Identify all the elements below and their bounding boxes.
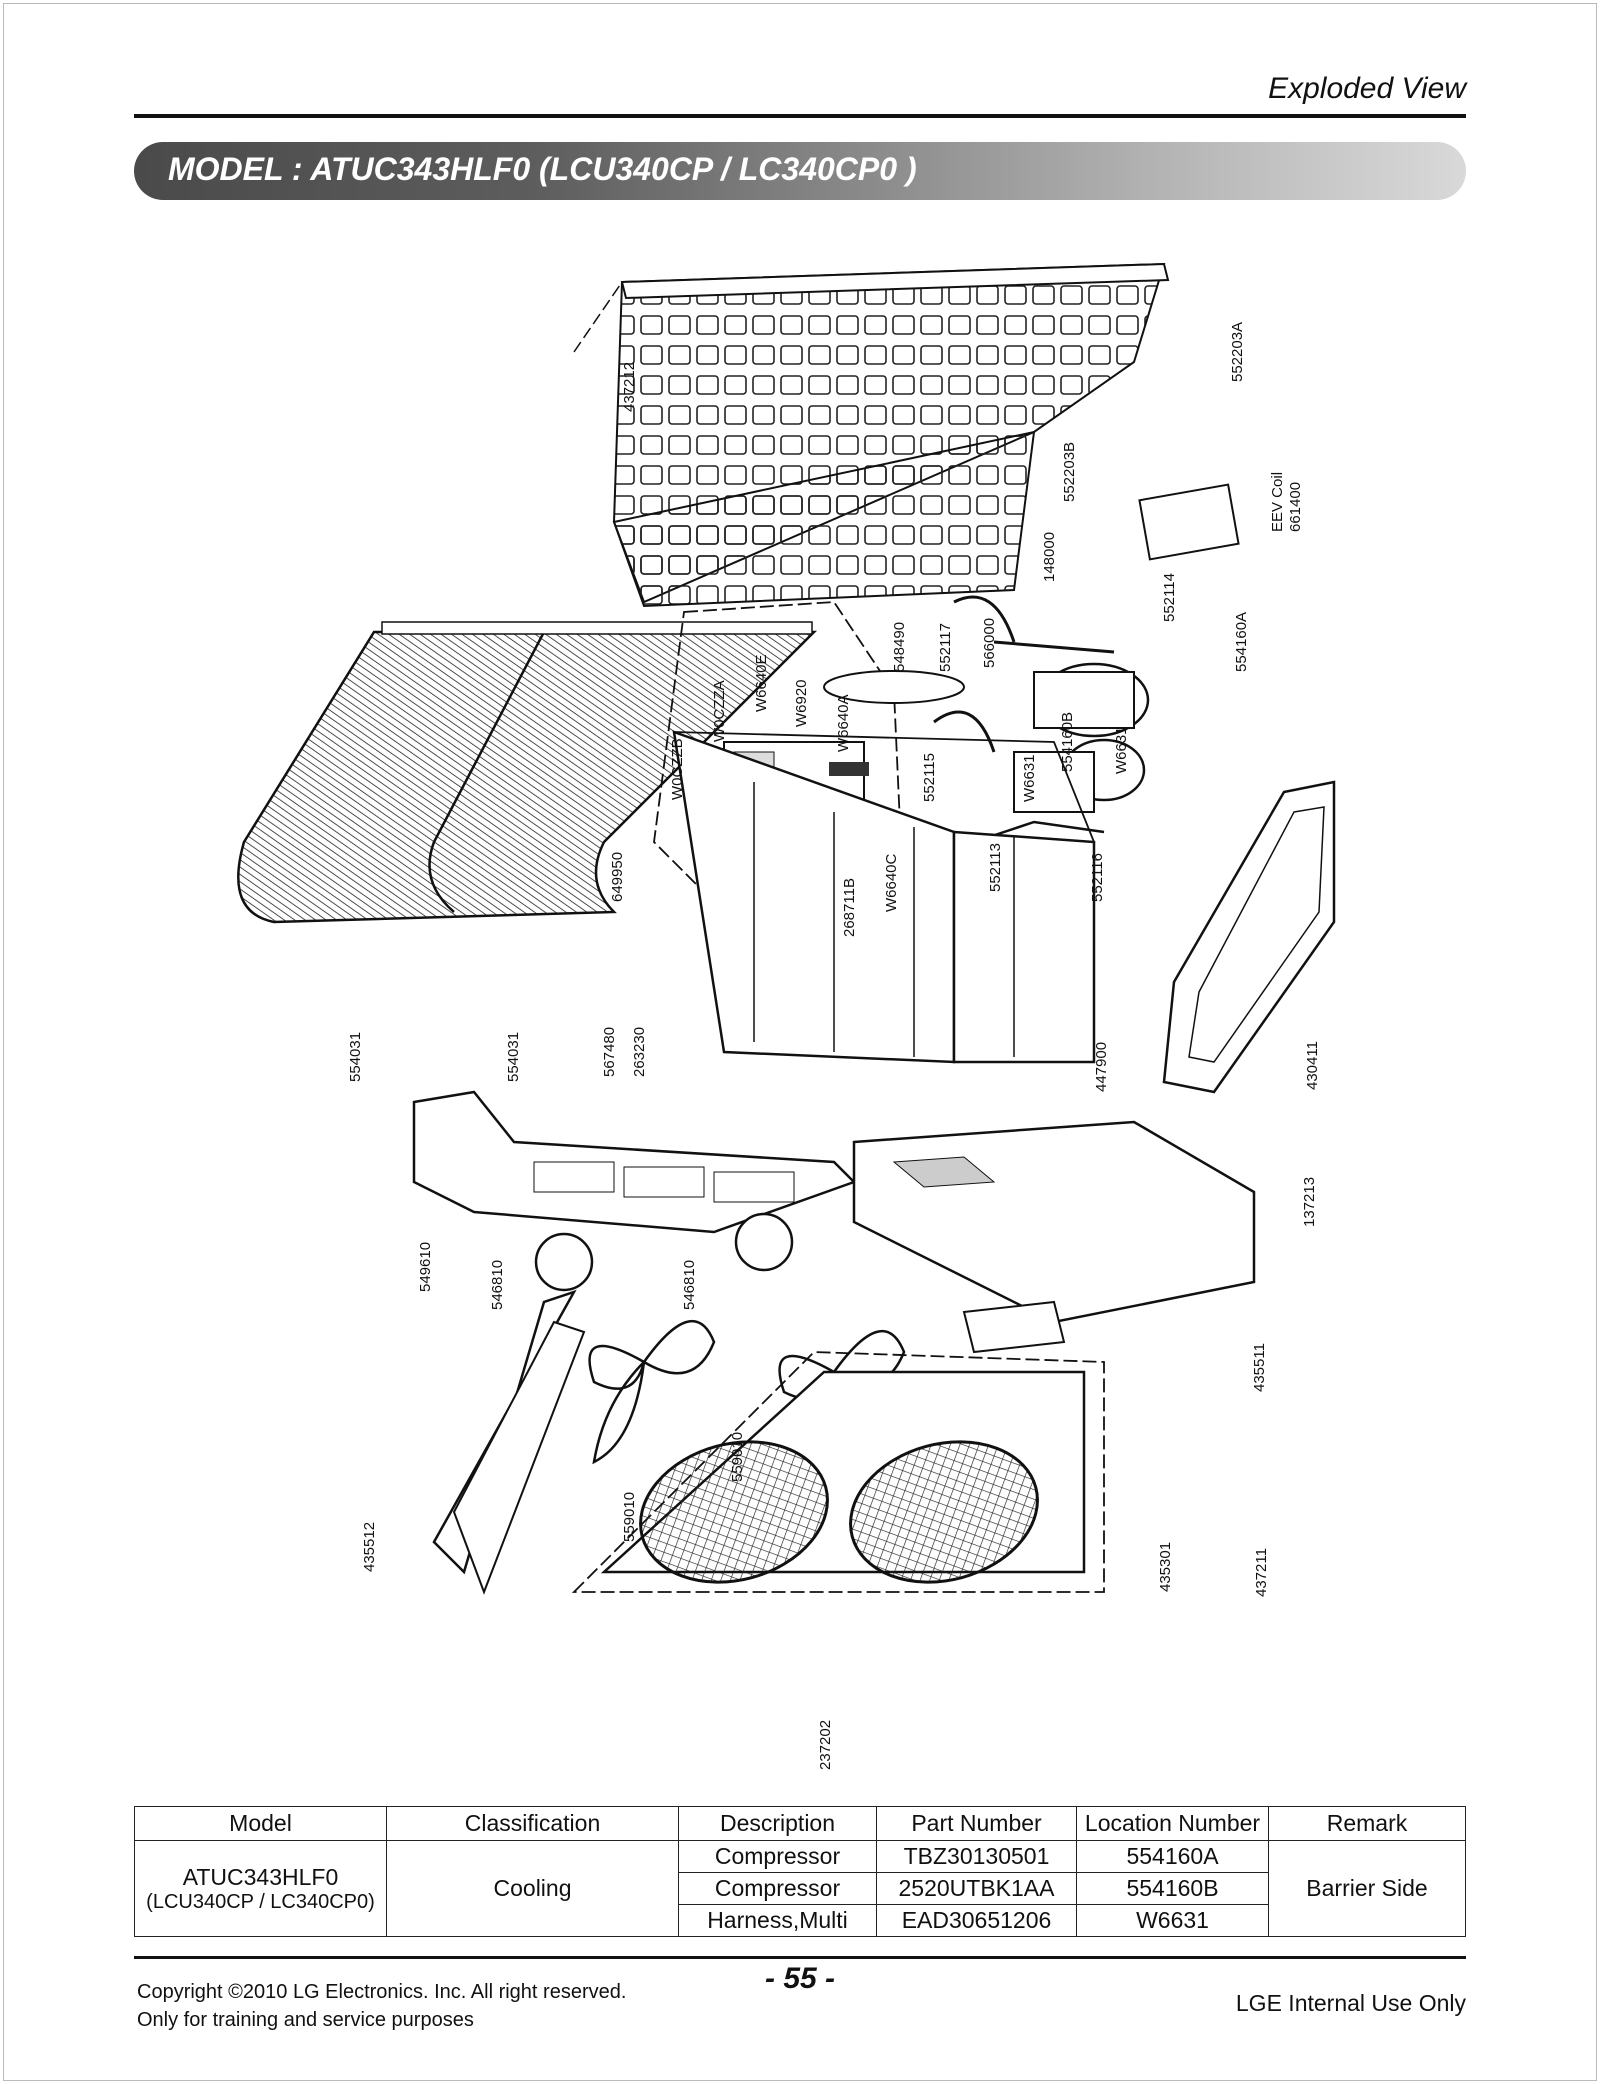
callout-148000: 148000	[1041, 532, 1058, 582]
callout-237202: 237202	[817, 1720, 834, 1770]
callout-W6640A: W6640A	[835, 694, 852, 752]
motor-mount	[412, 1090, 857, 1234]
callout-552117: 552117	[937, 623, 954, 672]
callout-eev-coil: EEV Coil	[1269, 472, 1286, 532]
callout-W6631-a: W6631	[1113, 726, 1130, 774]
callout-552203A: 552203A	[1229, 322, 1246, 382]
model-cell: ATUC343HLF0 (LCU340CP / LC340CP0)	[134, 1840, 387, 1937]
callout-661400: 661400	[1287, 482, 1304, 532]
callout-546810-a: 546810	[489, 1260, 506, 1310]
callout-W6920: W6920	[793, 679, 810, 727]
page-number: - 55 -	[765, 1962, 836, 1995]
callout-430411: 430411	[1304, 1041, 1321, 1090]
callout-546810-b: 546810	[681, 1260, 698, 1310]
callout-567480: 567480	[601, 1027, 618, 1077]
callout-263230: 263230	[631, 1027, 648, 1077]
page-border	[3, 3, 1597, 2081]
callout-137213: 137213	[1301, 1177, 1318, 1227]
remark-cell: Barrier Side	[1268, 1840, 1466, 1937]
parts-table: Model Classification Description Part Nu…	[134, 1806, 1466, 1937]
callout-554160A: 554160A	[1233, 612, 1250, 672]
description-cell: Compressor	[678, 1872, 877, 1905]
part-number-cell: 2520UTBK1AA	[876, 1872, 1077, 1905]
model-line1: ATUC343HLF0	[182, 1863, 339, 1890]
exploded-view-diagram: 437212 552203A 552203B 148000 EEV Coil 6…	[237, 262, 1336, 1770]
callout-554160B: 554160B	[1059, 712, 1076, 772]
callout-549610: 549610	[417, 1242, 434, 1292]
table-header-row: Model Classification Description Part Nu…	[134, 1806, 1466, 1841]
header-location-number: Location Number	[1076, 1806, 1269, 1841]
callout-559010-b: 559010	[729, 1432, 746, 1482]
compressors	[823, 483, 1240, 914]
callout-268711B: 268711B	[841, 878, 858, 937]
header-rule	[134, 114, 1466, 118]
service-door-panel	[432, 1289, 586, 1595]
callout-447900: 447900	[1093, 1042, 1110, 1092]
callout-649950: 649950	[609, 852, 626, 902]
header-classification: Classification	[386, 1806, 679, 1841]
description-cell: Harness,Multi	[678, 1904, 877, 1937]
callout-559010-a: 559010	[621, 1492, 638, 1542]
callout-435511: 435511	[1251, 1343, 1268, 1392]
callout-566000: 566000	[981, 618, 998, 668]
header-model: Model	[134, 1806, 387, 1841]
header-part-number: Part Number	[876, 1806, 1077, 1841]
section-title: Exploded View	[1268, 72, 1466, 105]
part-number-cell: TBZ30130501	[876, 1840, 1077, 1873]
location-number-cell: 554160B	[1076, 1872, 1269, 1905]
callout-552114: 552114	[1161, 573, 1178, 622]
header-description: Description	[678, 1806, 877, 1841]
callout-435301: 435301	[1157, 1542, 1174, 1592]
callout-437211: 437211	[1253, 1548, 1270, 1597]
callout-552115: 552115	[921, 753, 938, 802]
callout-435512: 435512	[361, 1522, 378, 1572]
callout-W6631-b: W6631	[1021, 754, 1038, 802]
callout-W6640E: W6640E	[753, 654, 770, 712]
model-line2: (LCU340CP / LC340CP0)	[146, 1890, 375, 1913]
callout-548490: 548490	[891, 622, 908, 672]
table-row: ATUC343HLF0 (LCU340CP / LC340CP0) Coolin…	[134, 1840, 1466, 1937]
copyright-line1: Copyright ©2010 LG Electronics. Inc. All…	[137, 1981, 627, 2003]
location-number-cell: 554160A	[1076, 1840, 1269, 1873]
callout-W6640C: W6640C	[883, 853, 900, 912]
copyright-line2: Only for training and service purposes	[137, 2009, 474, 2031]
side-panel	[852, 1120, 1256, 1354]
location-number-cell: W6631	[1076, 1904, 1269, 1937]
description-cell: Compressor	[678, 1840, 877, 1873]
callout-552203B: 552203B	[1061, 442, 1078, 502]
model-banner-text: MODEL : ATUC343HLF0 (LCU340CP / LC340CP0…	[168, 151, 917, 187]
callout-W0CZZB: W0CZZB	[669, 738, 686, 800]
header-remark: Remark	[1268, 1806, 1466, 1841]
callout-554031-a: 554031	[347, 1032, 364, 1082]
top-cover-panel	[573, 262, 1170, 608]
footer-rule	[134, 1956, 1466, 1959]
part-number-cell: EAD30651206	[876, 1904, 1077, 1937]
copyright-block: Copyright ©2010 LG Electronics. Inc. All…	[137, 1978, 626, 2034]
callout-552116: 552116	[1089, 853, 1106, 902]
condenser-coil	[237, 621, 818, 924]
barrier-panel	[672, 730, 1096, 1064]
table-row: Compressor 2520UTBK1AA 554160B	[135, 1872, 1466, 1905]
classification-cell: Cooling	[386, 1840, 679, 1937]
callout-554031-b: 554031	[505, 1032, 522, 1082]
internal-use-notice: LGE Internal Use Only	[1235, 1990, 1466, 2016]
table-row: Harness,Multi EAD30651206 W6631	[135, 1904, 1466, 1937]
model-banner: MODEL : ATUC343HLF0 (LCU340CP / LC340CP0…	[134, 142, 1466, 200]
front-panel	[571, 1351, 1105, 1593]
base-pan	[1162, 780, 1336, 1094]
fan-motors	[534, 1212, 794, 1292]
callout-552113: 552113	[987, 843, 1004, 892]
part-callouts: 437212 552203A 552203B 148000 EEV Coil 6…	[347, 322, 1321, 1770]
callout-W0CZZA: W0CZZA	[711, 680, 728, 742]
callout-437212: 437212	[621, 362, 638, 412]
